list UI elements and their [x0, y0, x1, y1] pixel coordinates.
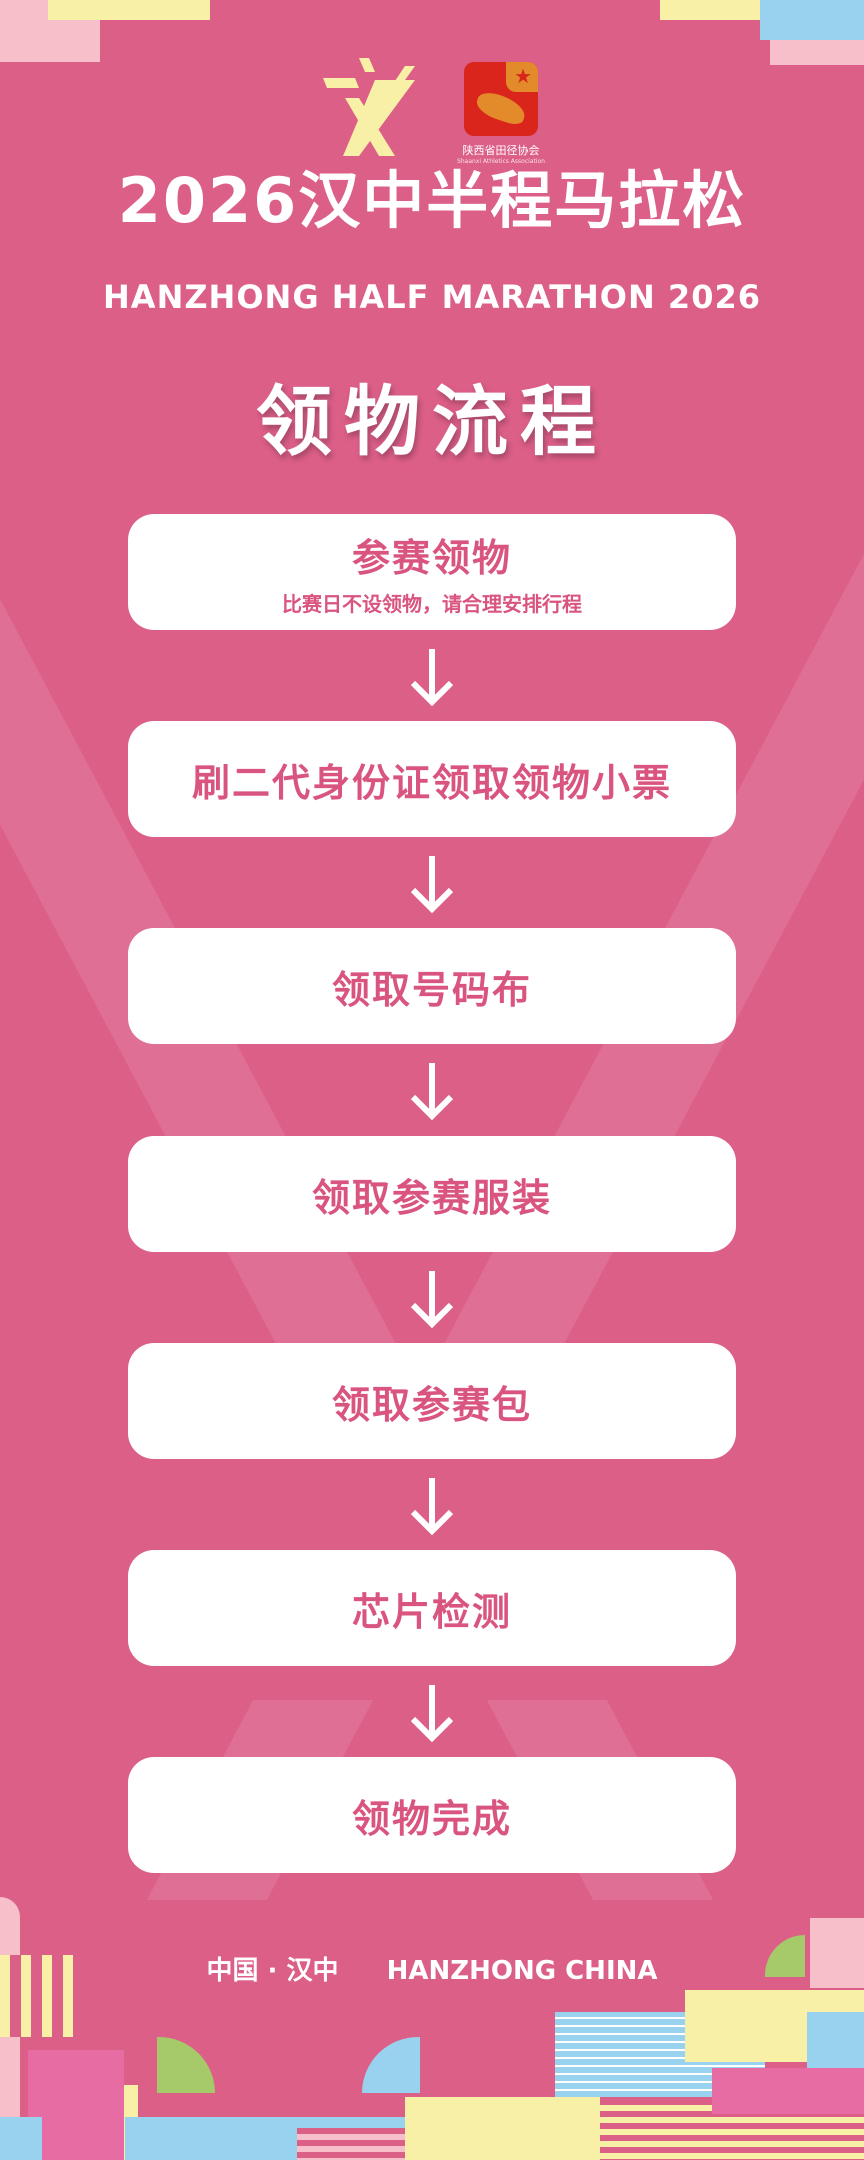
- location-cn: 中国 · 汉中: [206, 1956, 339, 1986]
- step-card: 芯片检测: [128, 1550, 736, 1666]
- footer-location: 中国 · 汉中 HANZHONG CHINA: [0, 1950, 864, 1987]
- arrow-down-icon: [407, 1061, 457, 1121]
- step-card: 刷二代身份证领取领物小票: [128, 721, 736, 837]
- location-en: HANZHONG CHINA: [386, 1956, 658, 1986]
- event-title-en: HANZHONG HALF MARATHON 2026: [103, 278, 761, 316]
- step-title: 参赛领物: [351, 536, 512, 580]
- arrow-down-icon: [407, 1476, 457, 1536]
- step-title: 领取号码布: [331, 967, 532, 1012]
- arrow-down-icon: [407, 647, 457, 707]
- association-logo: ★: [464, 62, 538, 136]
- step-title: 领取参赛包: [331, 1382, 532, 1427]
- step-title: 领取参赛服装: [311, 1175, 552, 1220]
- marathon-logo: [323, 58, 415, 156]
- step-card: 领取号码布: [128, 928, 736, 1044]
- step-title: 刷二代身份证领取领物小票: [191, 760, 672, 805]
- step-title: 领物完成: [351, 1796, 512, 1841]
- arrow-down-icon: [407, 854, 457, 914]
- runner-icon: [473, 88, 529, 128]
- step-card: 领取参赛包: [128, 1343, 736, 1459]
- page-heading: 领物流程: [256, 377, 608, 466]
- step-card: 领物完成: [128, 1757, 736, 1873]
- step-title: 芯片检测: [351, 1589, 512, 1634]
- step-card: 参赛领物 比赛日不设领物，请合理安排行程: [128, 514, 736, 630]
- event-title-cn: 2026汉中半程马拉松: [117, 164, 747, 237]
- arrow-down-icon: [407, 1683, 457, 1743]
- association-name: 陕西省田径协会 Shaanxi Athletics Association: [457, 144, 545, 165]
- step-card: 领取参赛服装: [128, 1136, 736, 1252]
- arrow-down-icon: [407, 1269, 457, 1329]
- star-icon: ★: [514, 64, 532, 88]
- step-note: 比赛日不设领物，请合理安排行程: [282, 592, 582, 616]
